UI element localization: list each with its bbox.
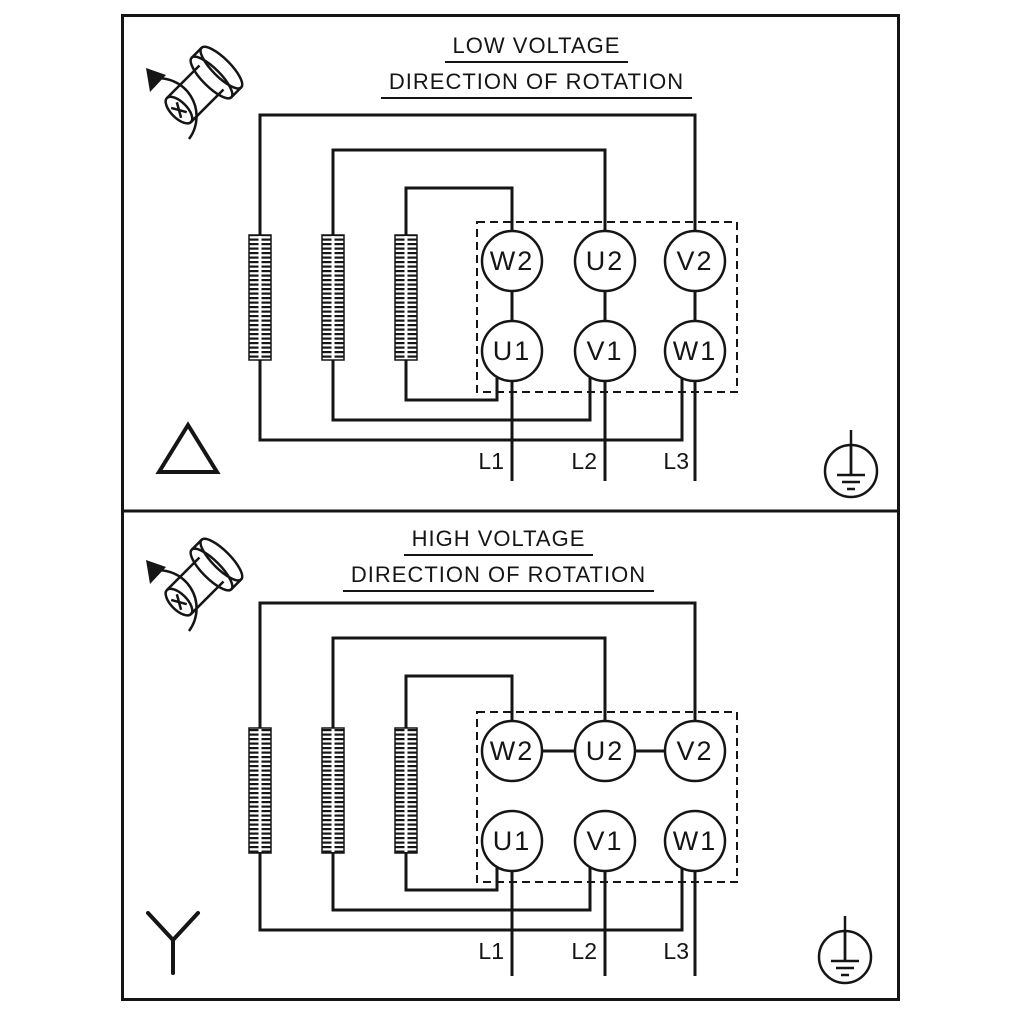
supply-label-l1: L1	[478, 448, 504, 474]
terminal-box	[476, 711, 738, 883]
terminal-label: U2	[586, 246, 625, 276]
ground-icon	[823, 430, 879, 499]
ground-icon	[817, 916, 873, 985]
wire	[258, 355, 684, 442]
rotation-arrowhead-icon	[146, 68, 166, 92]
wire	[404, 186, 514, 240]
terminal-label: V1	[586, 826, 623, 856]
star-symbol	[146, 911, 200, 975]
terminal-v1	[573, 809, 637, 873]
wire	[258, 113, 697, 240]
supply-label-l1: L1	[478, 938, 504, 964]
supply-label-l3: L3	[663, 448, 689, 474]
wire	[404, 355, 499, 402]
rotation-arrow-icon	[150, 77, 198, 140]
high-voltage-panel: W2 U2 V2 U1 V1 W1 L1 L2 L3	[146, 537, 873, 985]
wire	[258, 848, 684, 932]
shaft-rotation-icon	[146, 45, 244, 140]
supply-label-l3: L3	[663, 938, 689, 964]
high-voltage-title: HIGH VOLTAGE	[403, 526, 594, 556]
terminal-label: W1	[673, 826, 718, 856]
terminal-label: V1	[586, 336, 623, 366]
low-voltage-subtitle: DIRECTION OF ROTATION	[380, 69, 693, 99]
high-voltage-subtitle: DIRECTION OF ROTATION	[342, 562, 655, 592]
low-voltage-panel: W2 U2 V2 U1 V1 W1 L1 L2 L3	[146, 45, 879, 499]
winding-coils	[248, 727, 418, 854]
terminal-w1	[663, 809, 727, 873]
terminal-label: U1	[493, 336, 532, 366]
terminal-u1	[480, 809, 544, 873]
rotation-arrow-icon	[150, 569, 198, 632]
terminal-label: W1	[673, 336, 718, 366]
low-voltage-title-block: LOW VOLTAGE	[148, 33, 925, 63]
high-voltage-subtitle-block: DIRECTION OF ROTATION	[110, 562, 887, 592]
wire	[404, 848, 499, 892]
supply-label-l2: L2	[571, 448, 597, 474]
wire	[331, 148, 607, 240]
wire	[331, 848, 592, 912]
diagram-border	[121, 14, 900, 1001]
low-voltage-title: LOW VOLTAGE	[444, 33, 629, 63]
high-voltage-title-block: HIGH VOLTAGE	[110, 526, 887, 556]
delta-symbol	[155, 421, 221, 474]
terminal-label: W2	[490, 736, 535, 766]
rotation-arrowhead-icon	[146, 560, 166, 584]
low-voltage-subtitle-block: DIRECTION OF ROTATION	[148, 69, 925, 99]
terminal-label: U1	[493, 826, 532, 856]
terminal-label: V2	[676, 736, 713, 766]
terminal-label: V2	[676, 246, 713, 276]
terminal-label: U2	[586, 736, 625, 766]
terminal-box	[476, 221, 738, 393]
shaft-rotation-icon	[146, 537, 244, 632]
winding-coils	[248, 234, 418, 361]
wire	[258, 601, 697, 733]
wire	[331, 636, 607, 733]
supply-label-l2: L2	[571, 938, 597, 964]
wire	[331, 355, 592, 422]
wire	[404, 674, 514, 733]
terminal-label: W2	[490, 246, 535, 276]
